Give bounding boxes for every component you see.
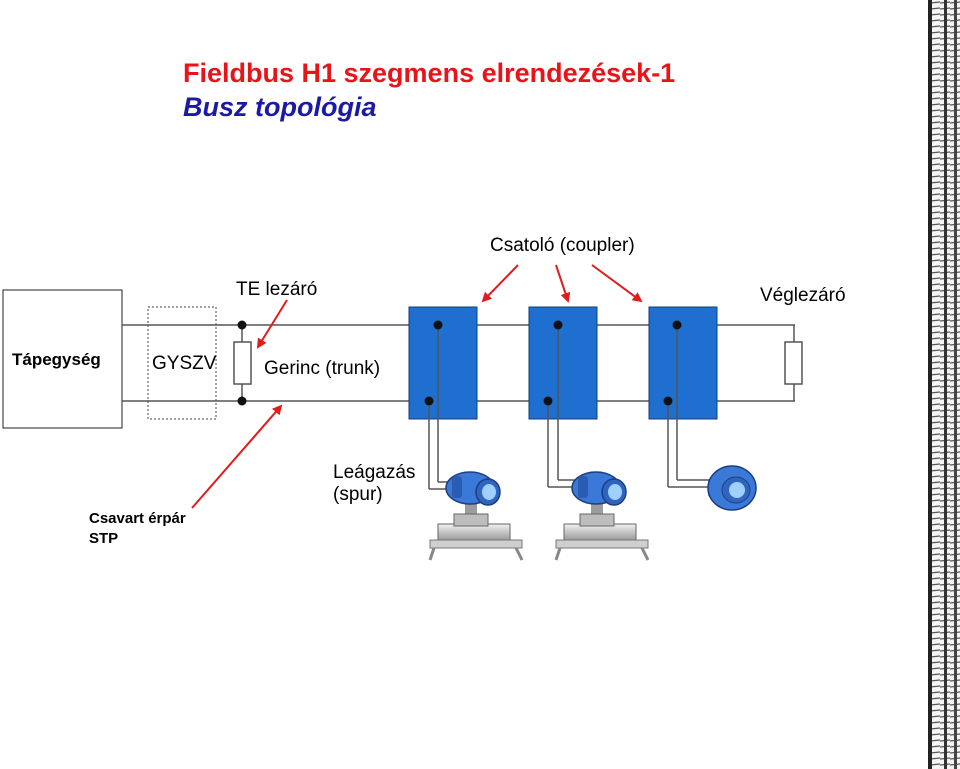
cable-arrow xyxy=(191,404,283,509)
gyszv-label: GYSZV xyxy=(152,353,217,374)
coupler-arrow-2 xyxy=(555,264,571,303)
te-arrow xyxy=(256,299,288,349)
cable-label-line2: STP xyxy=(89,530,119,547)
pressure-transmitter-icon xyxy=(428,471,524,561)
spur-label-line1: Leágazás xyxy=(333,462,416,483)
end-terminator xyxy=(784,325,803,401)
temperature-transmitter-icon xyxy=(707,465,757,511)
spur-label-line2: (spur) xyxy=(333,484,383,505)
pressure-transmitter-icon xyxy=(554,471,650,561)
te-terminator-label: TE lezáró xyxy=(236,279,318,300)
trunk-label: Gerinc (trunk) xyxy=(264,358,381,379)
coupler-arrow-3 xyxy=(591,264,643,303)
coupler-label: Csatoló (coupler) xyxy=(490,235,635,256)
power-supply-label: Tápegység xyxy=(12,350,101,369)
end-terminator-label: Véglezáró xyxy=(760,285,846,306)
page-title: Fieldbus H1 szegmens elrendezések-1 xyxy=(183,58,676,88)
coupler-arrow-1 xyxy=(481,264,519,303)
coupler-3 xyxy=(648,306,718,488)
coupler-2 xyxy=(528,306,598,488)
coupler-1 xyxy=(408,306,478,490)
page-subtitle: Busz topológia xyxy=(183,92,377,122)
decorative-edge-strip xyxy=(922,0,960,769)
te-terminator xyxy=(233,320,252,406)
gyszv-box xyxy=(147,306,217,420)
power-supply-box xyxy=(2,289,123,429)
cable-label-line1: Csavart érpár xyxy=(89,510,186,527)
